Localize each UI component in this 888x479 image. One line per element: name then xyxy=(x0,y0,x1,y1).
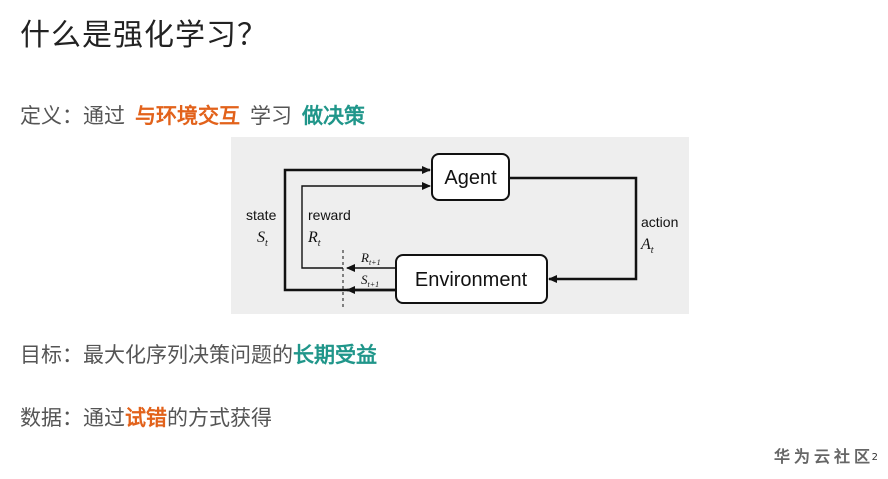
goal-label: 目标：最大化序列决策问题的 xyxy=(20,343,293,367)
data-line: 数据：通过试错的方式获得 xyxy=(20,402,272,432)
definition-highlight-interaction: 与环境交互 xyxy=(135,104,240,128)
state-symbol: St xyxy=(257,229,268,249)
action-label: action xyxy=(641,214,678,230)
state-arrow xyxy=(283,166,431,292)
slide-title: 什么是强化学习？ xyxy=(20,18,268,53)
environment-label: Environment xyxy=(415,269,528,291)
rl-loop-diagram: Agent Environment state St reward Rt act… xyxy=(231,137,689,314)
next-reward-symbol: Rt+1 xyxy=(360,250,381,267)
environment-box xyxy=(395,254,548,304)
definition-label: 定义：通过 xyxy=(20,104,125,128)
reward-arrow xyxy=(301,182,431,269)
rl-loop-svg: Agent Environment state St reward Rt act… xyxy=(246,153,678,307)
definition-middle: 学习 xyxy=(250,104,292,128)
data-highlight: 试错 xyxy=(125,406,167,430)
agent-label: Agent xyxy=(444,167,497,189)
definition-line: 定义：通过与环境交互学习做决策 xyxy=(20,100,365,130)
footer-watermark: 华为云社区 xyxy=(773,447,874,466)
goal-highlight: 长期受益 xyxy=(293,343,377,367)
action-arrow xyxy=(509,176,638,283)
definition-highlight-decision: 做决策 xyxy=(302,104,365,128)
reward-symbol: Rt xyxy=(307,229,321,249)
state-label: state xyxy=(246,207,277,223)
next-state-symbol: St+1 xyxy=(361,272,379,289)
action-symbol: At xyxy=(640,236,654,256)
page-number: 2 xyxy=(871,452,878,463)
reward-label: reward xyxy=(308,207,351,223)
goal-line: 目标：最大化序列决策问题的长期受益 xyxy=(20,339,377,369)
data-label: 数据：通过 xyxy=(20,406,125,430)
data-suffix: 的方式获得 xyxy=(167,406,272,430)
